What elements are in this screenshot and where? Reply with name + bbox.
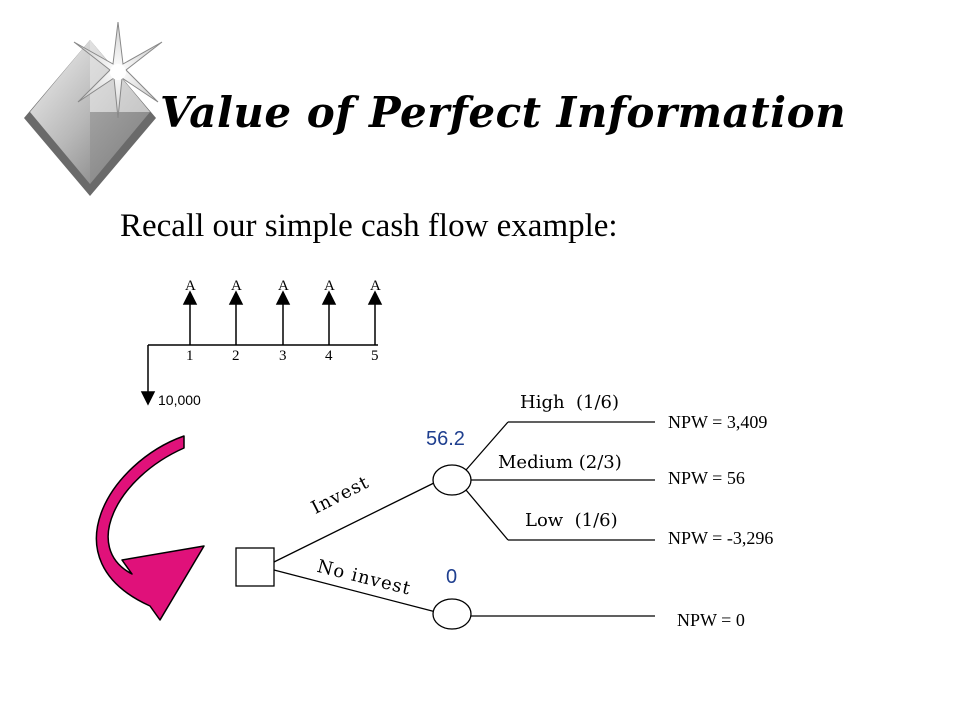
decision-tree (235, 421, 655, 630)
cash-flow-diagram (140, 290, 383, 406)
annuity-label: A (370, 278, 381, 294)
period-label: 2 (232, 348, 240, 364)
npw-high: NPW = 3,409 (668, 412, 768, 432)
initial-outflow-label: 10,000 (158, 392, 201, 408)
outcome-label-medium: Medium (2/3) (498, 452, 622, 473)
page-title: Value of Perfect Information (160, 88, 847, 137)
starburst-icon (73, 21, 163, 119)
annuity-label: A (231, 278, 242, 294)
annuity-arrows (182, 290, 383, 345)
chance-node-no-invest (432, 598, 472, 630)
invest-branch (273, 479, 441, 563)
outcome-label-low: Low (1/6) (525, 510, 618, 531)
npw-no-invest: NPW = 0 (677, 610, 745, 630)
no-invest-expected-value: 0 (446, 566, 458, 588)
period-label: 4 (325, 348, 333, 364)
diamond-logo-icon (24, 40, 156, 196)
subtitle: Recall our simple cash flow example: (120, 208, 618, 244)
outcome-label-high: High (1/6) (520, 392, 620, 413)
branch-low (465, 489, 509, 541)
chance-node-invest (432, 464, 472, 496)
period-label: 5 (371, 348, 379, 364)
decision-node (235, 547, 275, 587)
period-label: 1 (186, 348, 194, 364)
annuity-label: A (278, 278, 289, 294)
npw-low: NPW = -3,296 (668, 528, 774, 548)
annuity-label: A (185, 278, 196, 294)
period-label: 3 (279, 348, 287, 364)
no-invest-branch (273, 569, 437, 613)
branch-high (465, 421, 509, 471)
invest-expected-value: 56.2 (426, 428, 465, 450)
curved-arrow-icon (95, 435, 205, 621)
outflow-arrowhead (140, 391, 156, 406)
annuity-label: A (324, 278, 335, 294)
npw-medium: NPW = 56 (668, 468, 745, 488)
